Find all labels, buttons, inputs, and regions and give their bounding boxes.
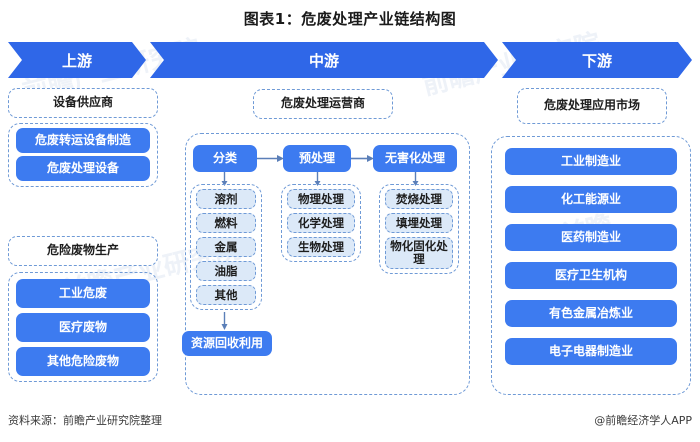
midstream-harmless-item[interactable]: 焚烧处理 [385, 189, 453, 209]
upstream-generator-item[interactable]: 医疗废物 [16, 313, 150, 342]
upstream-generator-item[interactable]: 工业危废 [16, 279, 150, 308]
upstream-generator-group [8, 272, 158, 382]
pipeline-banner: 上游 中游 下游 [8, 42, 692, 78]
banner-label-upstream: 上游 [61, 51, 92, 70]
arrow-pretreatment-to-harmless [351, 155, 374, 162]
midstream-pretreatment-item[interactable]: 生物处理 [287, 237, 355, 257]
midstream-harmless-item[interactable]: 物化固化处理 [385, 237, 453, 269]
brand-watermark: @前瞻经济学人APP [594, 414, 692, 427]
downstream-header: 危废处理应用市场 [517, 88, 667, 124]
page-title: 图表1：危废处理产业链结构图 [243, 10, 457, 28]
midstream-sorting-item[interactable]: 油脂 [196, 261, 256, 281]
midstream-pretreatment-item[interactable]: 化学处理 [287, 213, 355, 233]
midstream-stage-label-sorting[interactable]: 分类 [193, 145, 257, 172]
midstream-sorting-item[interactable]: 其他 [196, 285, 256, 305]
midstream-sorting-item[interactable]: 金属 [196, 237, 256, 257]
upstream-generator-header: 危险废物生产 [8, 236, 158, 266]
source-note: 资料来源：前瞻产业研究院整理 [8, 414, 162, 427]
banner-stage-upstream[interactable]: 上游 [8, 42, 146, 78]
upstream-supplier-header: 设备供应商 [8, 88, 158, 118]
upstream-supplier-item[interactable]: 危废处理设备 [16, 156, 150, 181]
upstream-generator-item[interactable]: 其他危险废物 [16, 347, 150, 376]
arrow-to-recycle [221, 312, 228, 330]
downstream-item[interactable]: 有色金属冶炼业 [505, 300, 677, 327]
midstream-pretreatment-item[interactable]: 物理处理 [287, 189, 355, 209]
downstream-item[interactable]: 化工能源业 [505, 186, 677, 213]
downstream-item[interactable]: 电子电器制造业 [505, 338, 677, 365]
midstream-sorting-group [190, 184, 262, 310]
midstream-harmless-item[interactable]: 填埋处理 [385, 213, 453, 233]
upstream-supplier-group [8, 123, 158, 187]
banner-label-midstream: 中游 [308, 51, 339, 70]
banner-label-downstream: 下游 [581, 51, 612, 70]
downstream-item[interactable]: 工业制造业 [505, 148, 677, 175]
banner-stage-downstream[interactable]: 下游 [502, 42, 692, 78]
midstream-sorting-item[interactable]: 燃料 [196, 213, 256, 233]
midstream-stage-label-pretreatment[interactable]: 预处理 [283, 145, 351, 172]
upstream-supplier-item[interactable]: 危废转运设备制造 [16, 128, 150, 153]
arrow-into-harmless-group [412, 172, 419, 186]
arrow-into-sorting-group [221, 172, 228, 186]
midstream-pretreatment-group [281, 184, 361, 262]
midstream-stage-label-harmless[interactable]: 无害化处理 [373, 145, 457, 172]
downstream-item[interactable]: 医药制造业 [505, 224, 677, 251]
arrow-into-pretreatment-group [314, 172, 321, 186]
downstream-item[interactable]: 医疗卫生机构 [505, 262, 677, 289]
midstream-outer-group [185, 133, 470, 395]
midstream-recycle-box[interactable]: 资源回收利用 [182, 331, 272, 356]
downstream-group [491, 136, 691, 395]
banner-stage-midstream[interactable]: 中游 [150, 42, 498, 78]
arrow-sorting-to-pretreatment [257, 155, 284, 162]
midstream-sorting-item[interactable]: 溶剂 [196, 189, 256, 209]
midstream-header: 危废处理运营商 [253, 89, 393, 119]
midstream-harmless-group [379, 184, 459, 274]
